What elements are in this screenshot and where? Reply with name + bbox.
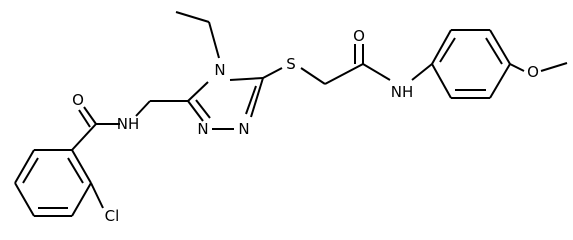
bond-ar3	[14, 182, 35, 217]
atom-label-o-methoxy: O	[527, 63, 539, 81]
atom-label-o-right: O	[353, 27, 365, 45]
bond-ar-ome	[509, 63, 525, 72]
bond-br3-inner	[485, 37, 503, 65]
bond-carbonyl-aryl	[71, 123, 97, 151]
bond-c5-n1	[250, 77, 264, 118]
bond-ar2-inner	[22, 157, 39, 184]
bond-ar6-inner	[67, 157, 84, 184]
bond-n4-c5	[229, 77, 264, 81]
bond-o-ch3	[540, 62, 568, 72]
atom-label-s: S	[286, 55, 296, 73]
bond-ar5	[71, 182, 92, 217]
bond-ar2	[14, 149, 35, 184]
bond-c3-n4	[187, 81, 209, 102]
bond-br3	[489, 29, 511, 65]
bond-lines	[14, 11, 568, 217]
bond-ch2-nh	[135, 100, 151, 117]
atom-label-o-left: O	[72, 91, 84, 109]
bond-ethyl-ch3-ch2	[175, 11, 210, 23]
bond-c5-n1-inner	[245, 85, 257, 115]
bond-nh-aryl-right	[411, 63, 433, 81]
bond-br1	[431, 29, 452, 65]
atom-label-n2: N	[197, 120, 208, 138]
bond-n2-c3-inner	[195, 99, 211, 119]
bond-n2-c3	[187, 100, 204, 122]
bond-ar6	[71, 149, 92, 184]
atom-label-nh-right: NH	[391, 83, 414, 101]
atom-label-n4: N	[214, 61, 225, 79]
bond-carbonyl-o	[83, 106, 97, 125]
bond-ar-cl	[90, 182, 104, 209]
chemical-structure-diagram: O NH N N N S O NH O Cl	[14, 11, 568, 225]
bond-c5-s	[262, 67, 283, 79]
bond-br1-inner	[439, 37, 456, 63]
bond-br4	[489, 63, 511, 99]
atom-label-cl: Cl	[105, 207, 120, 225]
bond-br6	[431, 63, 452, 99]
bond-ch2-carbonyl	[324, 63, 364, 85]
atom-label-nh-left: NH	[117, 115, 140, 133]
bond-ethyl-ch2-n4	[208, 21, 220, 59]
bond-s-ch2	[300, 67, 326, 85]
atom-labels: O NH N N N S O NH O Cl	[72, 27, 539, 225]
bond-carbonyl-o-double	[78, 109, 91, 128]
bond-carbonyl-nh-right	[362, 63, 391, 81]
atom-label-n1: N	[238, 120, 249, 138]
